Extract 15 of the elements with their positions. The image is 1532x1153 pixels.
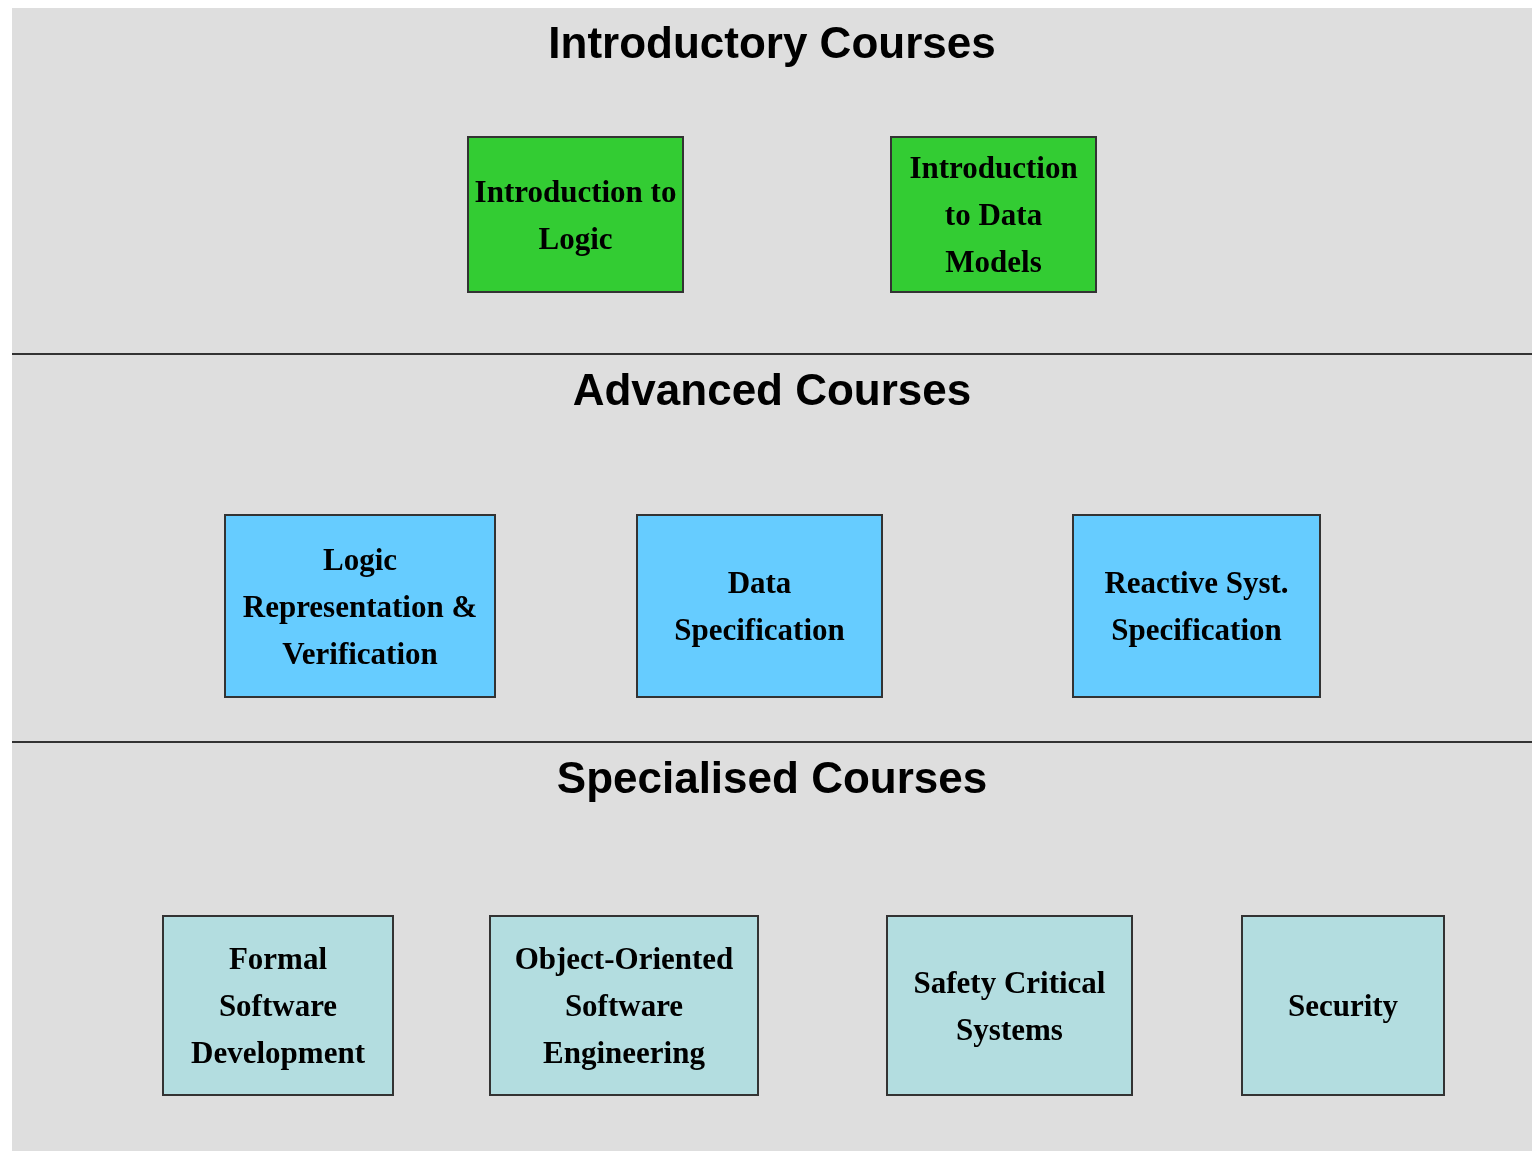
course-band xyxy=(12,8,1532,353)
band-heading: Introductory Courses xyxy=(548,18,996,68)
course-box: Introduction to Logic xyxy=(467,136,684,293)
course-box: Introduction to Data Models xyxy=(890,136,1097,293)
band-heading: Advanced Courses xyxy=(572,365,972,415)
course-band xyxy=(12,353,1532,741)
course-box: Logic Representation & Verification xyxy=(224,514,496,698)
course-box: Data Specification xyxy=(636,514,883,698)
course-box: Security xyxy=(1241,915,1445,1096)
course-band xyxy=(12,741,1532,1151)
course-box: Formal Software Development xyxy=(162,915,394,1096)
course-box: Reactive Syst. Specification xyxy=(1072,514,1321,698)
course-box: Object-Oriented Software Engineering xyxy=(489,915,759,1096)
band-heading: Specialised Courses xyxy=(556,753,988,803)
course-box: Safety Critical Systems xyxy=(886,915,1133,1096)
